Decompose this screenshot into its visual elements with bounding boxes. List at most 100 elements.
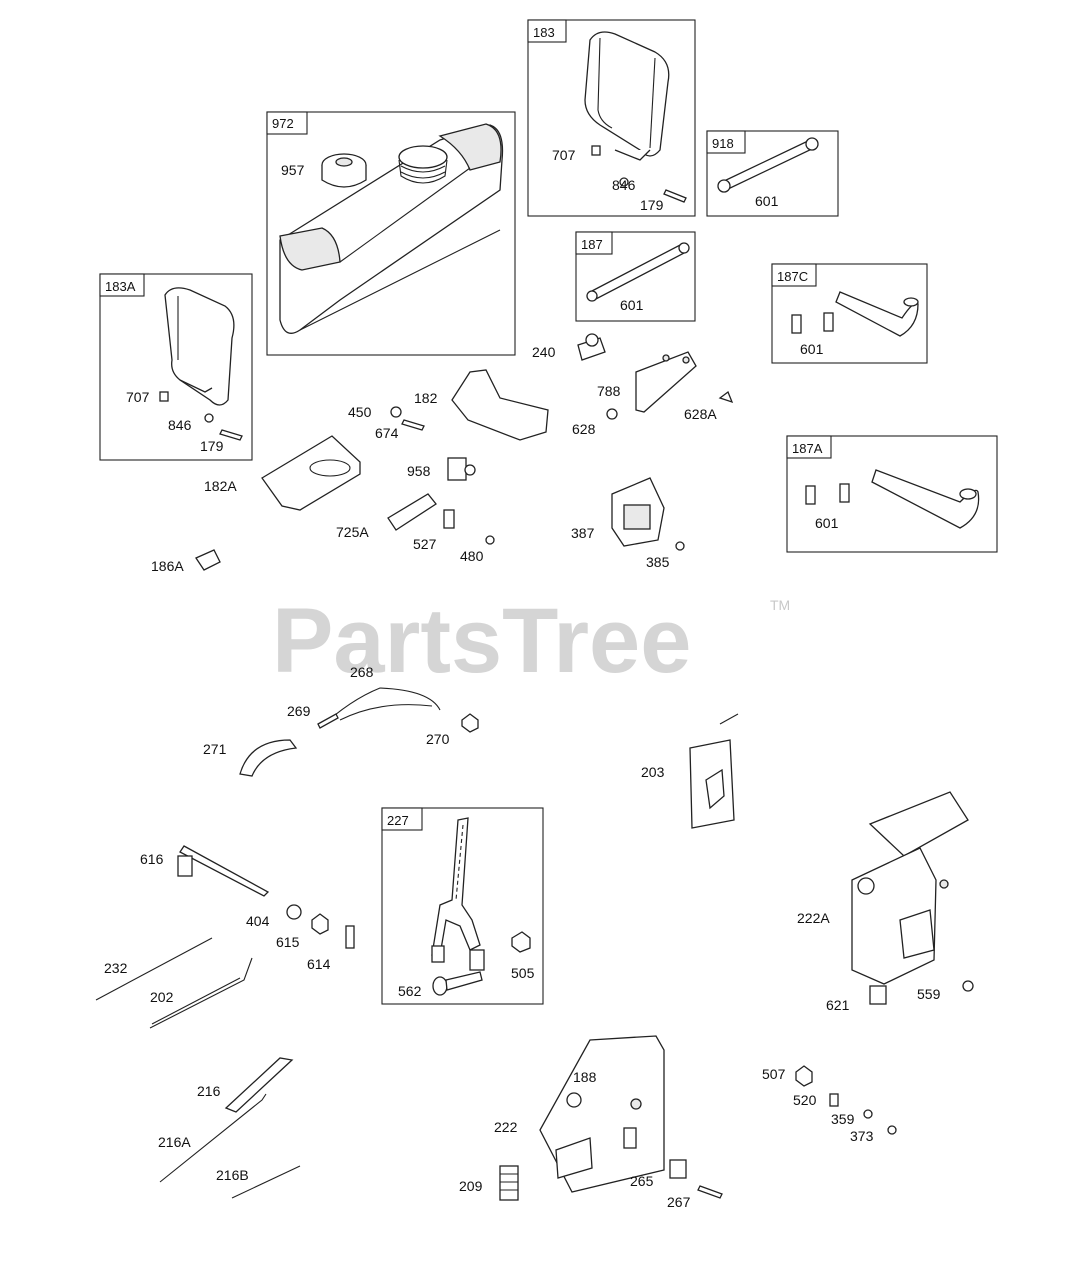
- callout-385: 385: [646, 554, 670, 570]
- spring-209-icon: [499, 1165, 519, 1201]
- callout-202: 202: [150, 989, 174, 1005]
- link-232-icon: [95, 937, 213, 1001]
- nut-615-icon: [311, 913, 329, 935]
- rod-202-icon: [149, 957, 253, 1029]
- callout-562: 562: [398, 983, 422, 999]
- clip-614-icon: [345, 925, 355, 949]
- governor-bracket-icon: [689, 713, 739, 829]
- callout-725a: 725A: [336, 524, 369, 540]
- callout-203: 203: [641, 764, 665, 780]
- callout-209: 209: [459, 1178, 483, 1194]
- callout-222: 222: [494, 1119, 518, 1135]
- callout-270: 270: [426, 731, 450, 747]
- shaft-616-icon: [177, 845, 270, 897]
- tank-strap-icon: [164, 287, 235, 406]
- screw-267-icon: [697, 1185, 723, 1199]
- screw-559-icon: [962, 980, 974, 992]
- hose-clamp-icon: [805, 483, 850, 505]
- fuel-cap-icon: [321, 153, 367, 188]
- hose-clamp-icon: [791, 312, 834, 334]
- callout-559: 559: [917, 986, 941, 1002]
- bolt-icon: [432, 971, 483, 996]
- callout-527: 527: [413, 536, 437, 552]
- control-lever-icon: [431, 817, 485, 971]
- fuel-line-icon: [586, 242, 690, 302]
- box-tag-187a: 187A: [792, 441, 823, 456]
- callout-182a: 182A: [204, 478, 237, 494]
- callout-707: 707: [126, 389, 150, 405]
- watermark-brand: PartsTree: [272, 590, 691, 692]
- box-918[interactable]: 918: [706, 130, 839, 217]
- callout-601: 601: [755, 193, 779, 209]
- cable-clamp-271-icon: [239, 739, 298, 777]
- bushing-265-icon: [669, 1159, 687, 1179]
- nut-270-icon: [461, 713, 479, 733]
- callout-373: 373: [850, 1128, 874, 1144]
- callout-958: 958: [407, 463, 431, 479]
- box-227[interactable]: 227: [381, 807, 544, 1005]
- callout-188: 188: [573, 1069, 597, 1085]
- box-972[interactable]: 972: [266, 111, 516, 356]
- clip-527-icon: [443, 509, 455, 529]
- callout-450: 450: [348, 404, 372, 420]
- fuel-line-icon: [717, 137, 819, 193]
- callout-216: 216: [197, 1083, 221, 1099]
- callout-186a: 186A: [151, 558, 184, 574]
- callout-404: 404: [246, 913, 270, 929]
- callout-240: 240: [532, 344, 556, 360]
- screw-628-icon: [606, 408, 618, 420]
- nut-450-icon: [390, 406, 402, 418]
- callout-480: 480: [460, 548, 484, 564]
- bracket-182-icon: [451, 369, 549, 441]
- box-tag-972: 972: [272, 116, 294, 131]
- callout-268: 268: [350, 664, 374, 680]
- clip-628a-icon: [718, 390, 734, 404]
- callout-601: 601: [620, 297, 644, 313]
- nut-507-icon: [795, 1065, 813, 1087]
- callout-707: 707: [552, 147, 576, 163]
- rod-216b-icon: [231, 1165, 301, 1199]
- callout-616: 616: [140, 851, 164, 867]
- washer-icon: [619, 177, 629, 187]
- fitting-186a-icon: [195, 549, 221, 571]
- callout-271: 271: [203, 741, 227, 757]
- callout-628a: 628A: [684, 406, 717, 422]
- callout-265: 265: [630, 1173, 654, 1189]
- box-183a[interactable]: 183A: [99, 273, 253, 461]
- clip-icon: [591, 145, 601, 156]
- callout-615: 615: [276, 934, 300, 950]
- clip-icon: [159, 391, 169, 402]
- box-187c[interactable]: 187C: [771, 263, 928, 364]
- bushing-621-icon: [869, 985, 887, 1005]
- callout-labels: 957 707 846 179 601 601 601 240 707 846 …: [104, 147, 941, 1210]
- rod-216a-icon: [159, 1093, 267, 1183]
- box-183[interactable]: 183: [527, 19, 696, 217]
- callout-269: 269: [287, 703, 311, 719]
- clamp-958-icon: [447, 457, 476, 481]
- callout-359: 359: [831, 1111, 855, 1127]
- box-tag-187: 187: [581, 237, 603, 252]
- callout-957: 957: [281, 162, 305, 178]
- washer-359-icon: [863, 1109, 873, 1119]
- washer-icon: [204, 413, 214, 423]
- callout-216b: 216B: [216, 1167, 249, 1183]
- screw-385-icon: [675, 541, 685, 551]
- watermark-tm: TM: [770, 597, 790, 613]
- box-tag-183: 183: [533, 25, 555, 40]
- control-bracket-icon: [539, 1035, 665, 1193]
- callout-267: 267: [667, 1194, 691, 1210]
- fuel-tank-icon: [279, 123, 504, 334]
- shutoff-valve-icon: [577, 333, 606, 361]
- box-187a[interactable]: 187A: [786, 435, 998, 553]
- callout-846: 846: [612, 177, 636, 193]
- box-tag-918: 918: [712, 136, 734, 151]
- box-187[interactable]: 187: [575, 231, 696, 322]
- callout-846: 846: [168, 417, 192, 433]
- spacer-520-icon: [829, 1093, 839, 1107]
- callout-520: 520: [793, 1092, 817, 1108]
- screw-icon: [663, 189, 687, 203]
- bracket-182a-icon: [261, 435, 361, 511]
- tank-strap-icon: [584, 31, 670, 161]
- callout-182: 182: [414, 390, 438, 406]
- nut-icon: [511, 931, 531, 953]
